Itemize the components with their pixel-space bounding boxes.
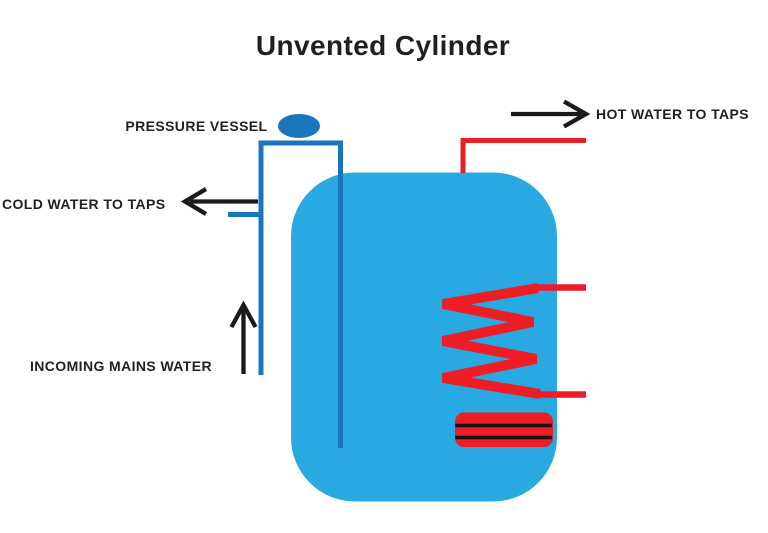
- coil-zigzag: [441, 283, 541, 399]
- cold-water-to-taps-label: COLD WATER TO TAPS: [2, 196, 166, 212]
- incoming-mains-water-label: INCOMING MAINS WATER: [30, 358, 212, 374]
- heating-coil: [441, 283, 586, 399]
- hot-water-arrow-right-icon: [511, 99, 591, 129]
- flow-arrows: [180, 99, 591, 374]
- immersion-heater: [455, 412, 553, 447]
- pressure-vessel-icon: [278, 114, 320, 138]
- coil-stub-pipes: [536, 284, 586, 398]
- immersion-heater-stripes: [455, 423, 552, 440]
- pressure-vessel-label: PRESSURE VESSEL: [125, 118, 267, 134]
- cylinder-body: [291, 172, 557, 502]
- immersion-heater-body: [455, 412, 553, 447]
- cold-water-arrow-left-icon: [180, 187, 258, 216]
- page-title: Unvented Cylinder: [256, 30, 510, 61]
- cold-water-pipework: [228, 114, 343, 448]
- hot-water-to-taps-label: HOT WATER TO TAPS: [596, 106, 749, 122]
- hot-water-pipe: [460, 138, 586, 173]
- diagram-labels: PRESSURE VESSEL COLD WATER TO TAPS INCOM…: [2, 106, 749, 374]
- mains-pipe: [258, 140, 343, 448]
- incoming-mains-arrow-up-icon: [229, 300, 258, 374]
